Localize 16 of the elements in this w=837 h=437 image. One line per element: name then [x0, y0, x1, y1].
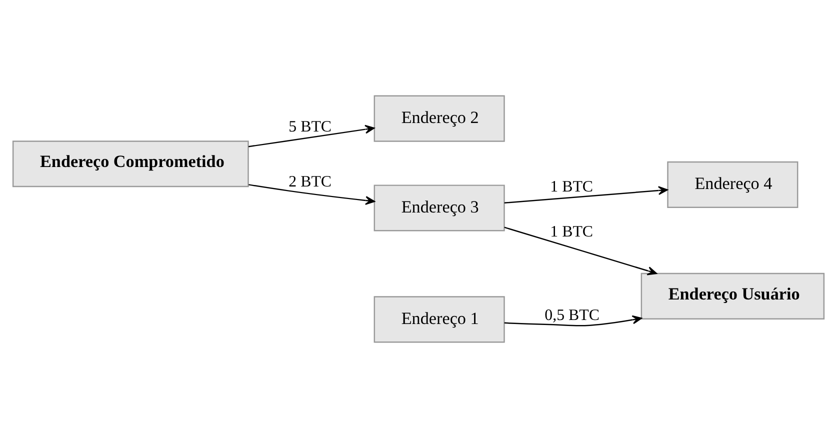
arrow	[248, 124, 375, 147]
arrow	[248, 184, 375, 204]
node-box: Endereço 2	[374, 94, 505, 142]
edge-label: 2 BTC	[288, 172, 332, 190]
node-box: Endereço 4	[667, 160, 798, 208]
node-box: Endereço Usuário	[640, 272, 825, 319]
node-box: Endereço 1	[374, 296, 505, 342]
edge-label: 1 BTC	[550, 178, 594, 195]
edge-label: 5 BTC	[288, 118, 332, 135]
arrow	[504, 186, 668, 203]
node-box: Endereço Comprometido	[12, 140, 249, 187]
edge-label: 1 BTC	[550, 223, 594, 240]
arrow	[504, 314, 642, 326]
edge-label: 0,5 BTC	[544, 306, 600, 324]
arrow	[504, 226, 658, 275]
node-box: Endereço 3	[374, 184, 505, 231]
